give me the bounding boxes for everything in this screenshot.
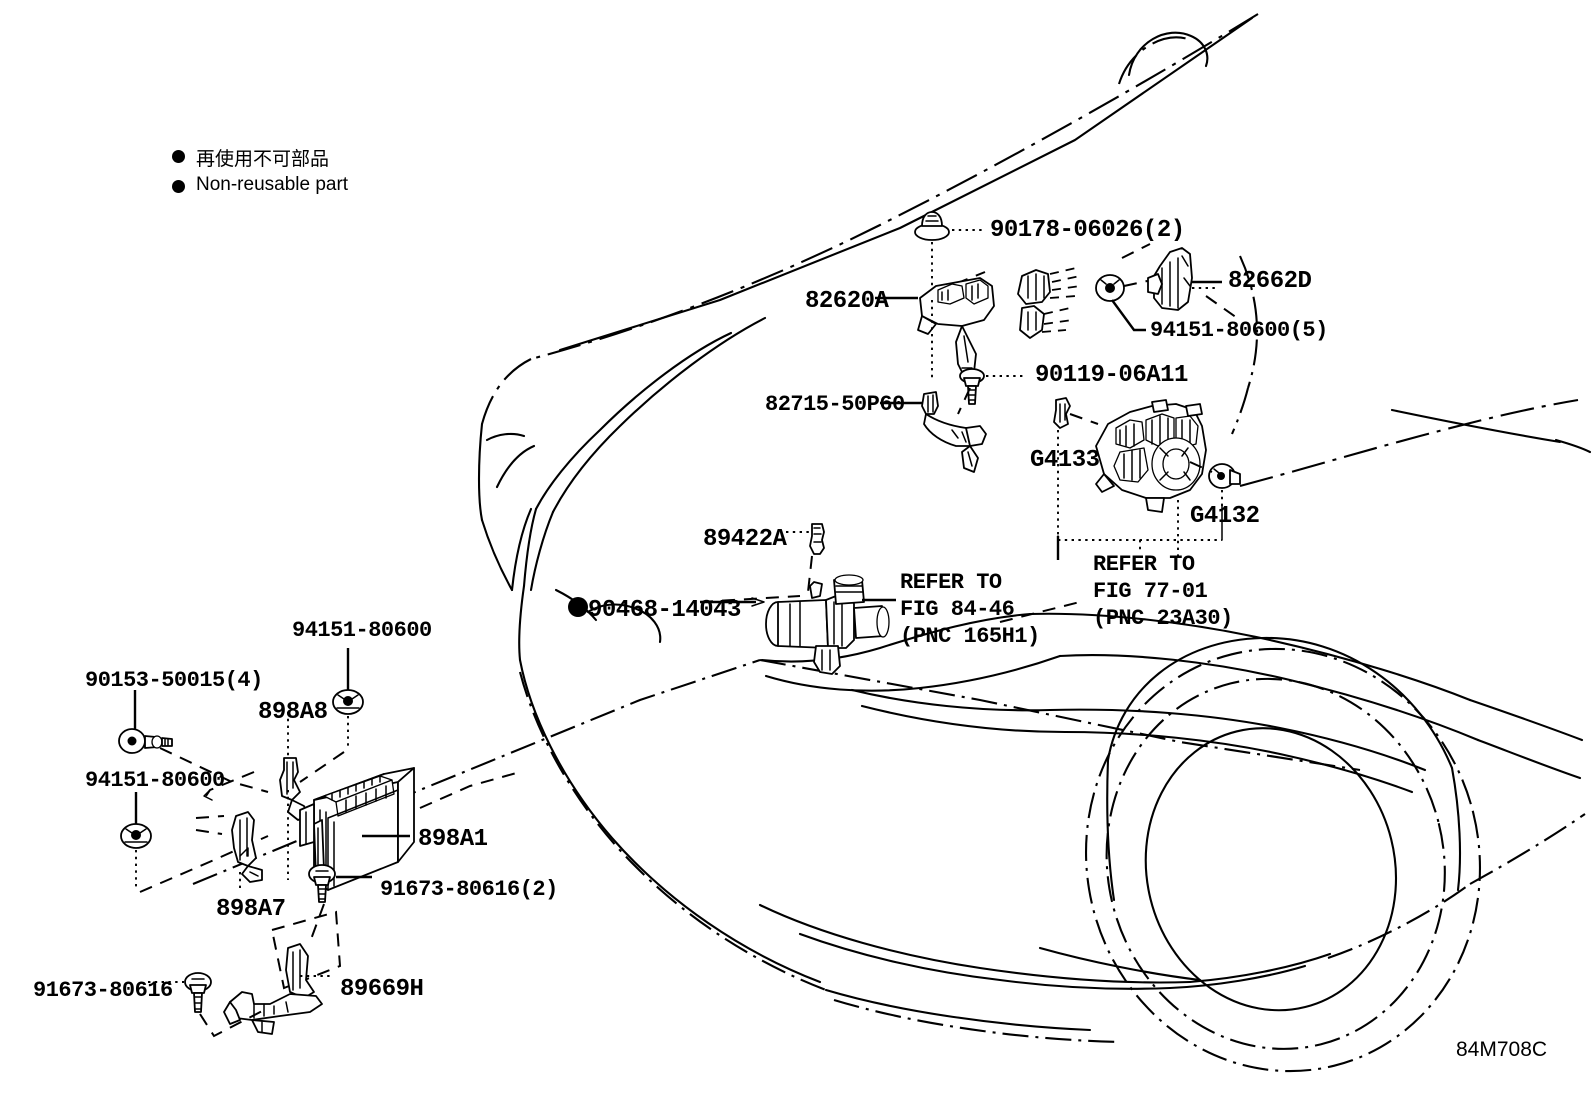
reference-line: FIG 77-01	[1093, 578, 1208, 604]
part-label-screw: 90153-50015(4)	[85, 668, 263, 693]
ecu-assembly-group	[118, 648, 521, 1038]
part-label-bolt-w-washer: 90119-06A11	[1035, 362, 1188, 389]
part-G4133-clip	[1053, 397, 1071, 429]
part-label-hose-clamp: 90468-14043	[588, 597, 741, 624]
part-label-wire-harness-clamp: 82715-50P60	[765, 392, 905, 417]
legend-marker-en	[172, 180, 185, 193]
part-label-clip: 94151-80600(5)	[1150, 318, 1328, 343]
nonreusable-marker-90468	[568, 597, 588, 617]
legend-text-ja: 再使用不可部品	[196, 149, 330, 170]
figure-code: 84M708C	[1456, 1038, 1548, 1061]
legend-text-en: Non-reusable part	[196, 174, 349, 195]
part-90119-06A11-bolt	[959, 368, 985, 405]
car-body-outline	[192, 13, 1592, 1073]
part-label-ecu-bracket-lower: 898A7	[216, 896, 286, 923]
part-82715-50P60-clamp	[921, 391, 987, 473]
legend-marker-ja	[172, 150, 185, 163]
upper-assembly-group	[875, 211, 1241, 377]
part-82620A-body	[917, 277, 995, 377]
part-89422A-sensor	[809, 523, 825, 555]
part-label-ecu-mounting-bracket: 89669H	[340, 976, 424, 1003]
part-94151-80600-clip-upper	[1095, 274, 1125, 302]
part-94151-80600-clip-lower	[120, 823, 152, 849]
valve-assembly-group	[699, 523, 1081, 675]
reference-line: REFER TO	[1093, 552, 1195, 577]
part-label-nut: 90178-06026(2)	[990, 217, 1185, 244]
part-91673-80616-bolt-upper	[308, 864, 336, 903]
reference-line: (PNC 23A30)	[1093, 605, 1233, 631]
reference-line: REFER TO	[900, 570, 1002, 595]
part-89669H-bracket	[223, 943, 323, 1035]
part-label-water-temp-sensor: 89422A	[703, 526, 787, 553]
connector-detail-mid	[1017, 267, 1081, 339]
part-label-clip: 94151-80600	[292, 618, 432, 643]
part-94151-80600-clip-ecu-top	[332, 689, 364, 715]
part-label-junction-block: 82620A	[805, 288, 889, 315]
reference-line: (PNC 165H1)	[900, 623, 1040, 649]
mid-assembly-group	[880, 300, 1024, 473]
part-label-ecu-bracket-upper: 898A8	[258, 699, 328, 726]
part-90178-06026-nut	[914, 211, 950, 241]
module-assembly-group	[1053, 397, 1241, 560]
part-label-engine-control-module: 898A1	[418, 826, 488, 853]
part-label-fuse-block-cover: 82662D	[1228, 268, 1312, 295]
part-valve-body	[765, 574, 890, 675]
part-label-grommet: G4132	[1190, 503, 1260, 530]
part-898A7-bracket	[231, 811, 263, 883]
part-label-clip: 94151-80600	[85, 768, 225, 793]
part-91673-80616-bolt-lower	[184, 972, 212, 1013]
part-label-clamp: G4133	[1030, 447, 1100, 474]
part-898A1-ecu	[299, 767, 415, 891]
part-label-bolt: 91673-80616	[33, 978, 173, 1003]
part-module-body	[1095, 399, 1207, 513]
part-label-bolt: 91673-80616(2)	[380, 877, 558, 902]
part-90153-50015-screw	[118, 728, 173, 754]
part-82662D-bracket	[1147, 247, 1193, 311]
part-G4132-grommet	[1208, 463, 1241, 489]
reference-line: FIG 84-46	[900, 596, 1015, 622]
